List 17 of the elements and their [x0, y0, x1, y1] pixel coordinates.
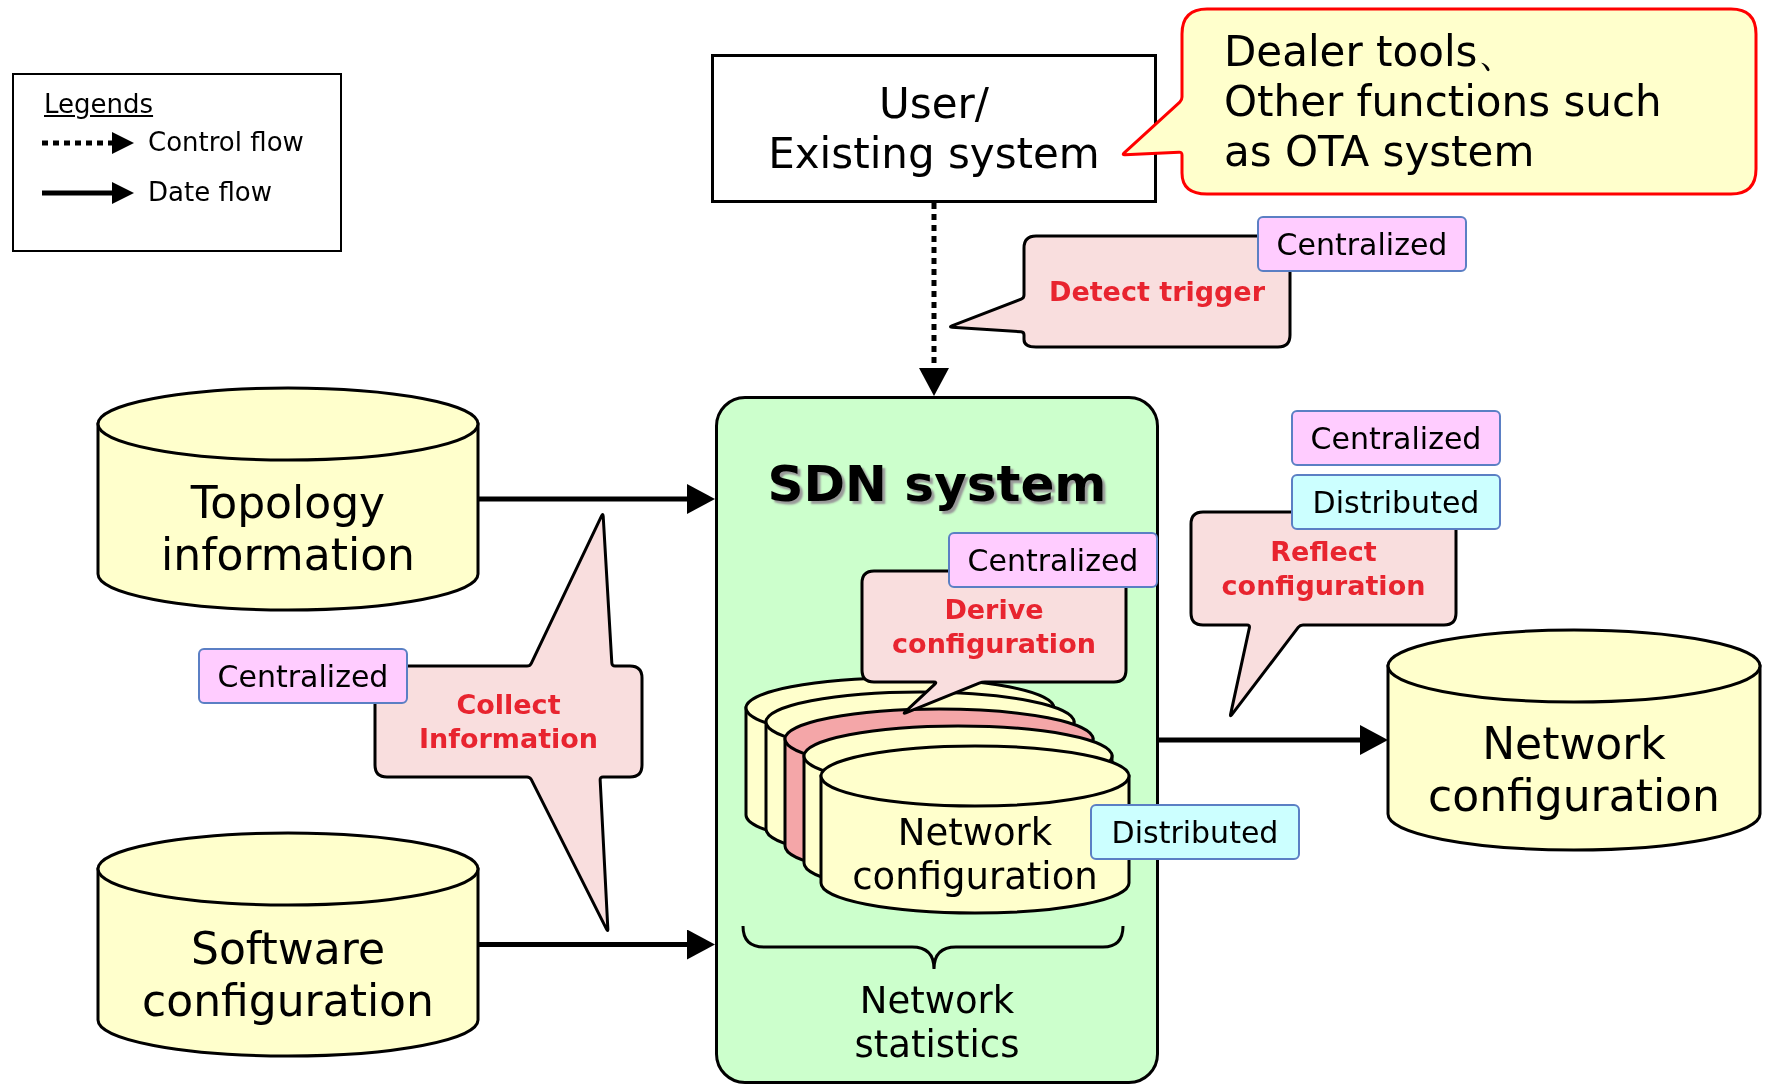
legend-title: Legends	[44, 89, 154, 119]
tag-label: Centralized	[198, 648, 408, 704]
legend-text: Date flow	[148, 177, 272, 207]
system-box: User/ Existing system	[711, 54, 1157, 203]
tag-label: Distributed	[1291, 474, 1501, 530]
tag-label: Centralized	[948, 532, 1158, 588]
arrow	[1159, 725, 1388, 755]
arrow	[919, 203, 949, 396]
legend-text: Control flow	[148, 127, 304, 157]
box-caption: Network statistics	[853, 979, 1021, 1067]
box-title: SDN system	[767, 455, 1107, 513]
tag-label: Centralized	[1257, 216, 1467, 272]
tag-label: Centralized	[1291, 410, 1501, 466]
arrow	[478, 929, 715, 960]
tag-label: Distributed	[1090, 804, 1300, 860]
callout-bubble: Dealer tools、 Other functions such as OTA system	[1122, 9, 1756, 194]
arrow	[478, 484, 715, 514]
